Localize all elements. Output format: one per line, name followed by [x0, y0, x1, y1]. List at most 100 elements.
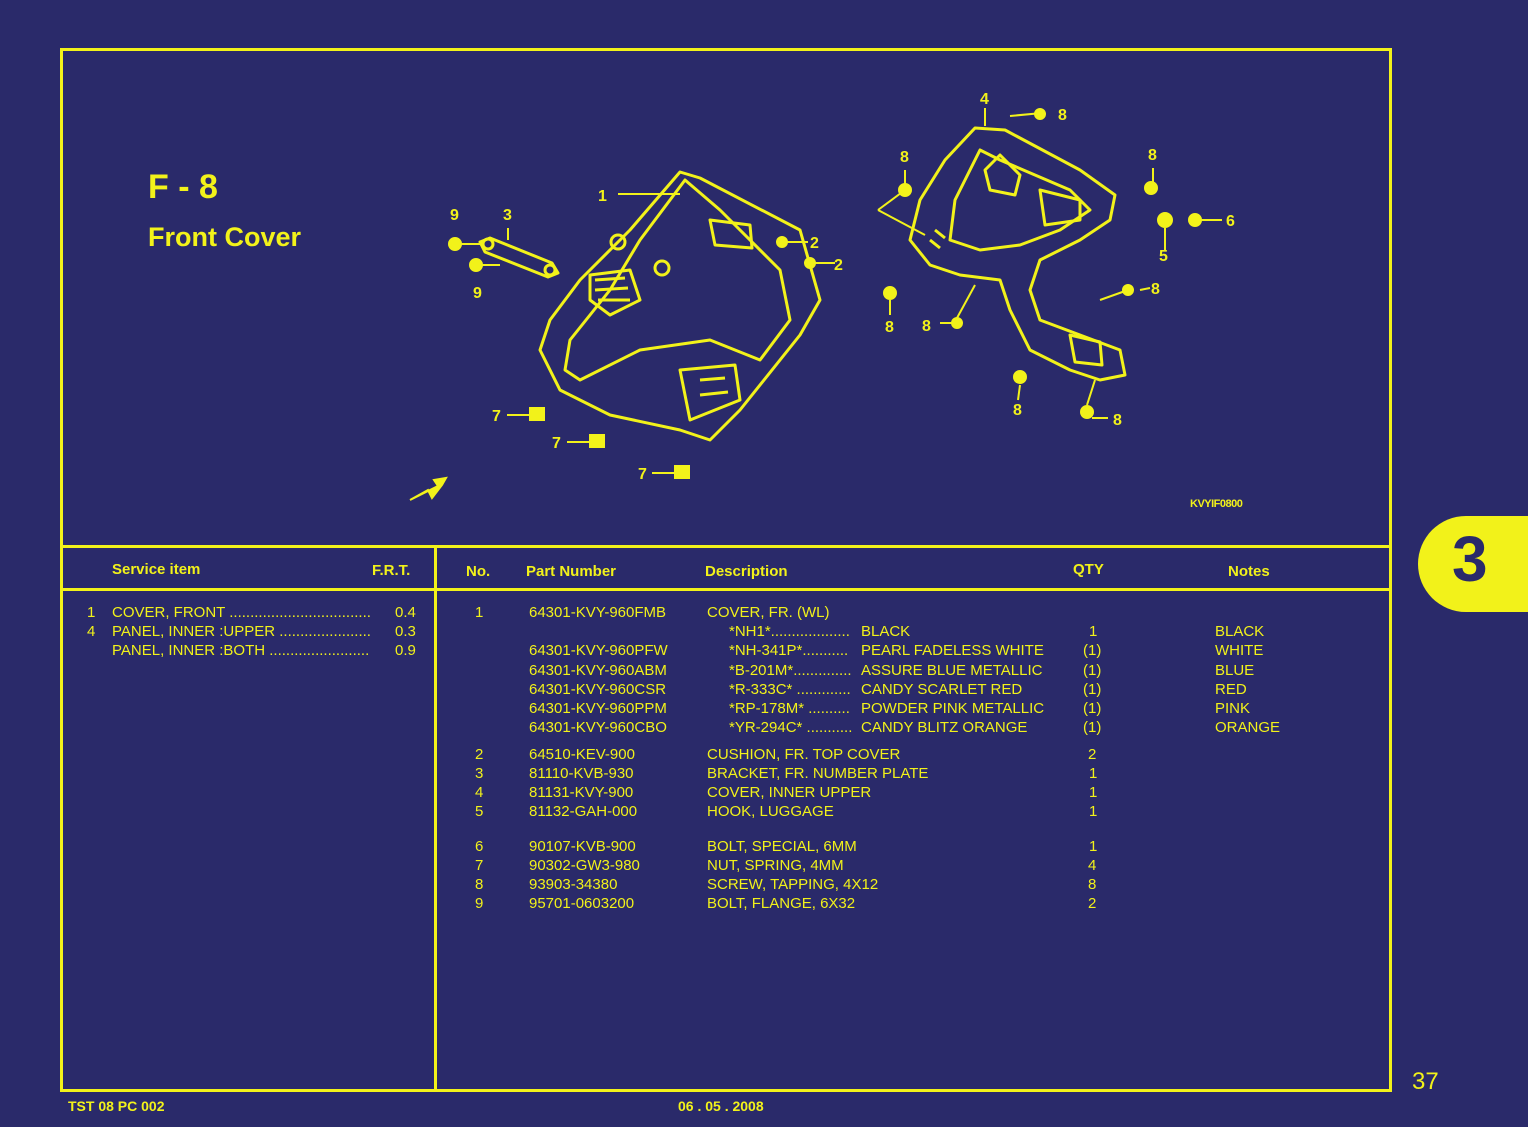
part-row-qty: (1) — [1083, 700, 1102, 717]
svg-text:6: 6 — [1226, 213, 1235, 230]
part-row-color-code: *NH1*................... — [729, 623, 850, 640]
section-tab — [1418, 516, 1528, 612]
part-row-qty: 1 — [1089, 838, 1098, 855]
svg-text:2: 2 — [834, 257, 843, 274]
svg-text:4: 4 — [980, 91, 989, 108]
part-row-qty: 4 — [1088, 857, 1097, 874]
part-row-description: ASSURE BLUE METALLIC — [861, 662, 1043, 679]
service-row-no: 1 — [87, 604, 96, 621]
part-row-description: CUSHION, FR. TOP COVER — [707, 746, 901, 763]
part-row-notes: ORANGE — [1215, 719, 1281, 736]
part-row-description: SCREW, TAPPING, 4X12 — [707, 876, 879, 893]
part-row-qty: 2 — [1088, 746, 1097, 763]
svg-text:3: 3 — [503, 207, 512, 224]
part-row-number: 64301-KVY-960ABM — [529, 662, 667, 679]
part-row-color-code: *YR-294C* ........... — [729, 719, 853, 736]
part-row-qty: 8 — [1088, 876, 1097, 893]
part-row-notes: WHITE — [1215, 642, 1264, 659]
part-row-color-code: *RP-178M* .......... — [729, 700, 850, 717]
part-row-notes: BLACK — [1215, 623, 1265, 640]
part-row-notes: BLUE — [1215, 662, 1255, 679]
part-row-description: CANDY SCARLET RED — [861, 681, 1023, 698]
part-row-number: 64301-KVY-960FMB — [529, 604, 667, 621]
qty-header: QTY — [1073, 561, 1104, 578]
part-row-number: 64301-KVY-960CBO — [529, 719, 667, 736]
svg-text:9: 9 — [473, 285, 482, 302]
no-header: No. — [466, 563, 491, 580]
svg-text:9: 9 — [450, 207, 459, 224]
service-item-header: Service item — [112, 561, 201, 578]
part-row-notes: PINK — [1215, 700, 1251, 717]
part-row-color-code: *B-201M*.............. — [729, 662, 852, 679]
svg-text:8: 8 — [1013, 402, 1022, 419]
front-cover-shape — [538, 170, 822, 442]
svg-text:7: 7 — [638, 466, 647, 483]
service-row-frt: 0.3 — [395, 623, 416, 640]
frt-header: F.R.T. — [372, 562, 411, 579]
service-row-item: PANEL, INNER :UPPER ....................… — [112, 623, 371, 640]
svg-text:8: 8 — [1058, 107, 1067, 124]
page-number: 37 — [1412, 1068, 1439, 1095]
page-title: Front Cover — [148, 222, 302, 252]
part-row-qty: 1 — [1089, 765, 1098, 782]
part-row-description: POWDER PINK METALLIC — [861, 700, 1045, 717]
service-row-frt: 0.9 — [395, 642, 416, 659]
part-row-description: BRACKET, FR. NUMBER PLATE — [707, 765, 929, 782]
page-title-code: F - 8 — [148, 168, 218, 206]
service-row-no: 4 — [87, 623, 96, 640]
svg-text:8: 8 — [922, 318, 931, 335]
part-row-qty: (1) — [1083, 642, 1102, 659]
part-row-qty: 2 — [1088, 895, 1097, 912]
number-plate-bracket-shape — [478, 236, 560, 279]
part-row-description: COVER, INNER UPPER — [707, 784, 872, 801]
part-row-no: 2 — [475, 746, 484, 763]
part-row-number: 81110-KVB-930 — [529, 765, 634, 782]
part-row-description: COVER, FR. (WL) — [707, 604, 830, 621]
svg-text:5: 5 — [1159, 248, 1168, 265]
part-row-qty: 1 — [1089, 803, 1098, 820]
part-row-color-code: *NH-341P*........... — [729, 642, 849, 659]
part-row-number: 95701-0603200 — [529, 895, 635, 912]
part-row-number: 90107-KVB-900 — [529, 838, 636, 855]
part-row-qty: (1) — [1083, 662, 1102, 679]
part-row-color-code: *R-333C* ............. — [729, 681, 851, 698]
service-row-item: PANEL, INNER :BOTH .....................… — [112, 642, 370, 659]
footer-doc-code: TST 08 PC 002 — [68, 1098, 165, 1114]
part-row-notes: RED — [1215, 681, 1247, 698]
svg-text:2: 2 — [810, 235, 819, 252]
part-row-description: CANDY BLITZ ORANGE — [861, 719, 1028, 736]
part-row-number: 90302-GW3-980 — [529, 857, 640, 874]
part-row-description: NUT, SPRING, 4MM — [707, 857, 844, 874]
part-row-number: 64301-KVY-960PPM — [529, 700, 667, 717]
part-row-no: 6 — [475, 838, 484, 855]
service-row-item: COVER, FRONT ...........................… — [112, 604, 371, 621]
part-row-number: 64510-KEV-900 — [529, 746, 635, 763]
svg-text:8: 8 — [1151, 281, 1160, 298]
footer-date: 06 . 05 . 2008 — [678, 1098, 764, 1114]
part-row-description: PEARL FADELESS WHITE — [861, 642, 1044, 659]
page-frame — [60, 48, 1392, 1092]
svg-text:1: 1 — [598, 188, 607, 205]
part-row-qty: (1) — [1083, 719, 1102, 736]
section-number: 3 — [1452, 523, 1488, 595]
part-row-no: 7 — [475, 857, 484, 874]
svg-text:7: 7 — [552, 435, 561, 452]
part-row-number: 81131-KVY-900 — [529, 784, 634, 801]
part-row-number: 81132-GAH-000 — [529, 803, 638, 820]
diagram-table-divider — [60, 545, 1389, 548]
part-row-no: 8 — [475, 876, 484, 893]
svg-text:7: 7 — [492, 408, 501, 425]
part-row-no: 1 — [475, 604, 484, 621]
service-row-frt: 0.4 — [395, 604, 416, 621]
svg-text:8: 8 — [900, 149, 909, 166]
part-row-qty: (1) — [1083, 681, 1102, 698]
part-row-description: BOLT, FLANGE, 6X32 — [707, 895, 856, 912]
part-row-qty: 1 — [1089, 784, 1098, 801]
svg-text:8: 8 — [1113, 412, 1122, 429]
inner-upper-cover-shape — [908, 126, 1127, 382]
exploded-parts-diagram: 1 2 2 3 9 9 7 7 7 4 8 8 8 5 6 8 8 8 8 8 — [409, 91, 1235, 501]
part-row-number: 93903-34380 — [529, 876, 618, 893]
service-parts-divider — [434, 545, 437, 1089]
part-number-header: Part Number — [526, 563, 617, 580]
part-row-no: 9 — [475, 895, 484, 912]
